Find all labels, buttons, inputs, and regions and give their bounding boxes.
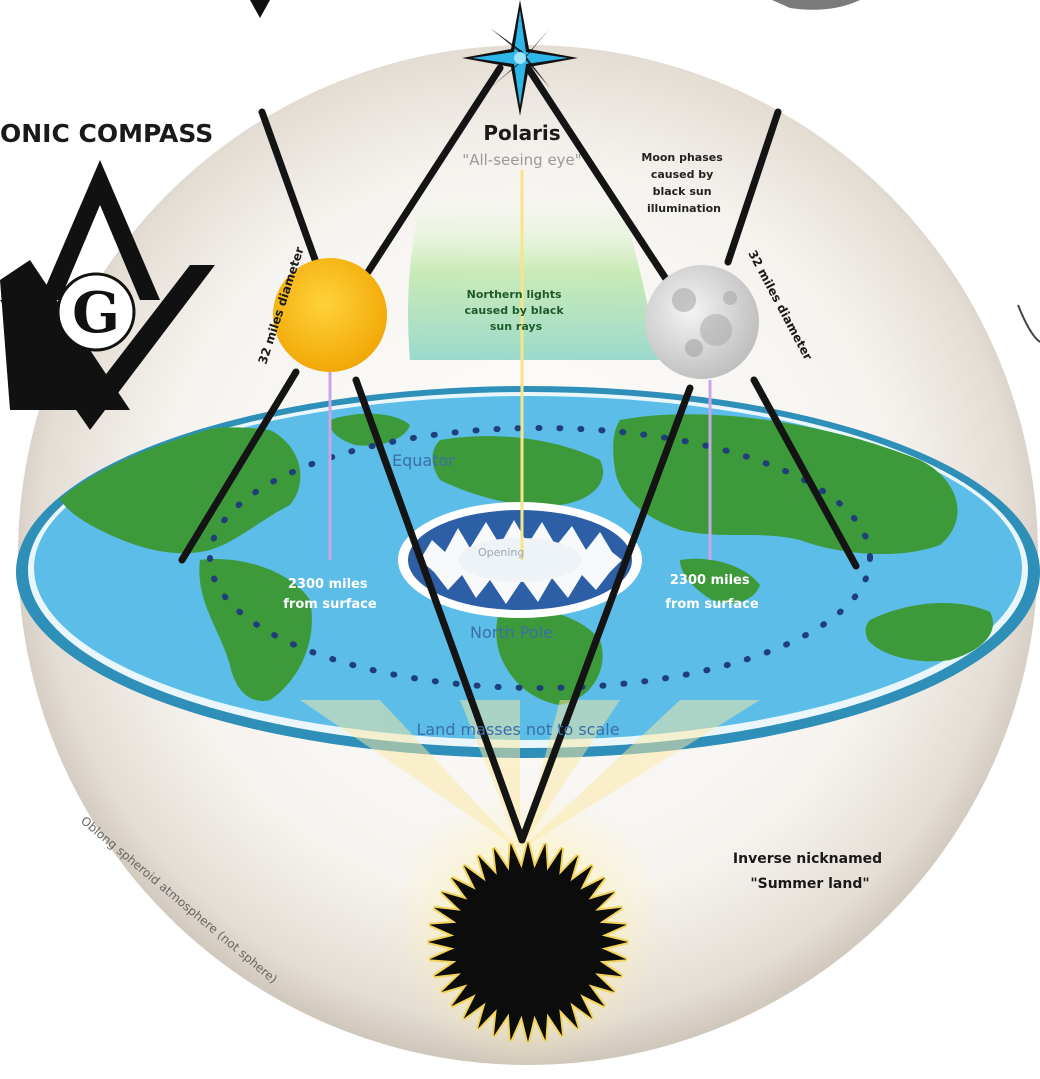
equator-label: Equator	[392, 451, 455, 470]
moon-phases-line-4: illumination	[647, 202, 721, 215]
compass-title: ONIC COMPASS	[0, 119, 213, 148]
sun-distance-line-1: 2300 miles	[288, 577, 368, 592]
africa	[496, 608, 603, 705]
sun	[273, 258, 387, 372]
black-sun-core	[458, 872, 598, 1012]
moon-phases-line-3: black sun	[653, 185, 712, 198]
moon-distance-line-2: from surface	[665, 597, 759, 612]
moon-phases-line-2: caused by	[651, 168, 714, 181]
north-pole-label: North Pole	[470, 623, 553, 642]
opening-core	[458, 538, 582, 582]
black-sun	[427, 841, 629, 1043]
continents	[55, 413, 994, 705]
moon-distance-line-1: 2300 miles	[670, 573, 750, 588]
northern-lights-line-2: caused by black	[464, 304, 564, 317]
top-right-sunburst-fragment	[772, 0, 860, 10]
land-scale-note: Land masses not to scale	[416, 720, 619, 739]
moon-phases-note: Moon phases caused by black sun illumina…	[641, 151, 726, 215]
south-america	[199, 559, 312, 701]
europe-north	[432, 436, 604, 506]
equator-line	[207, 425, 873, 691]
india-se-asia	[680, 558, 760, 604]
inverse-line-2: "Summer land"	[750, 876, 869, 892]
australia	[865, 602, 994, 662]
inverse-note: Inverse nicknamed "Summer land"	[733, 851, 887, 892]
sun-distance-note: 2300 miles from surface	[283, 577, 377, 612]
sun-distance-line-2: from surface	[283, 597, 377, 612]
northern-lights-line-3: sun rays	[490, 320, 543, 333]
asia	[613, 414, 958, 555]
moon	[645, 265, 759, 379]
northern-lights-line-1: Northern lights	[467, 288, 562, 301]
northern-lights-note: Northern lights caused by black sun rays	[464, 288, 567, 333]
top-left-fragment	[250, 0, 270, 18]
compass-letter: G	[72, 280, 120, 346]
opening-label: Opening	[478, 546, 524, 559]
northern-lights-aurora	[408, 181, 660, 360]
polaris-title: Polaris	[483, 121, 560, 145]
polaris-subtitle: "All-seeing eye"	[462, 151, 581, 169]
right-edge-arc	[1017, 304, 1040, 343]
greenland	[329, 413, 410, 446]
inverse-line-1: Inverse nicknamed	[733, 851, 882, 867]
masonic-compass-emblem	[0, 160, 215, 430]
polaris-star	[462, 0, 578, 116]
moon-distance-note: 2300 miles from surface	[665, 573, 759, 612]
moon-phases-line-1: Moon phases	[641, 151, 723, 164]
triangle-lines	[178, 64, 860, 844]
